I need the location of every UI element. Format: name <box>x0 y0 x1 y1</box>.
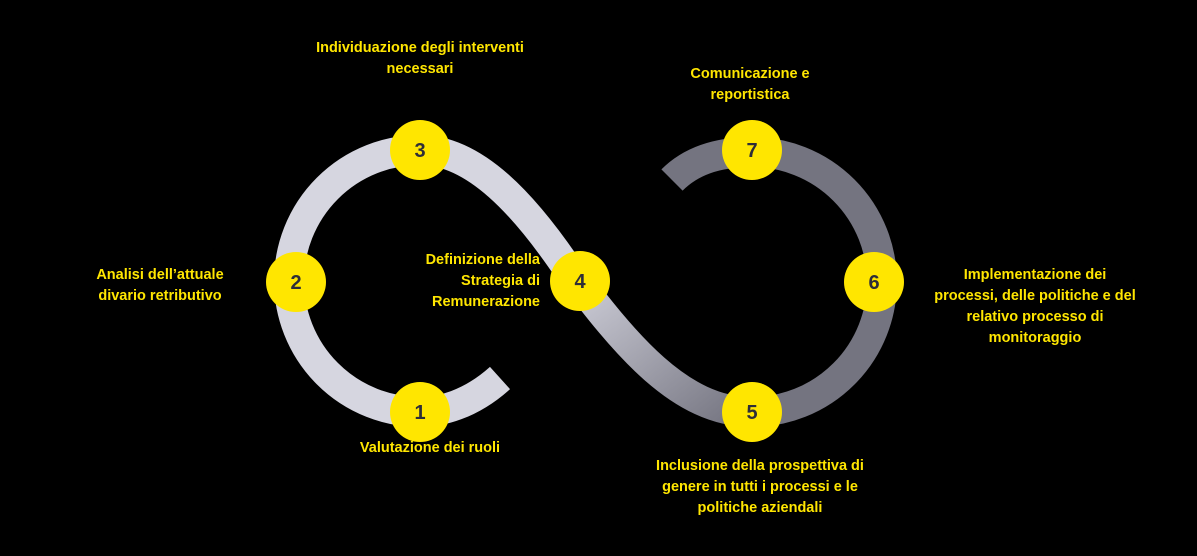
step-label-4: Definizione della Strategia di Remuneraz… <box>425 252 540 310</box>
step-number-2: 2 <box>290 272 301 294</box>
step-number-5: 5 <box>746 402 757 424</box>
step-node-5: 5 <box>722 382 782 442</box>
step-number-4: 4 <box>574 271 586 293</box>
step-node-6: 6 <box>844 252 904 312</box>
step-label-6: Implementazione dei processi, delle poli… <box>934 267 1136 346</box>
step-label-5: Inclusione della prospettiva di genere i… <box>656 458 864 516</box>
step-label-2: Analisi dell’attuale divario retributivo <box>96 267 224 304</box>
step-node-1: 1 <box>390 382 450 442</box>
step-label-7: Comunicazione e reportistica <box>690 66 810 103</box>
step-number-1: 1 <box>414 402 425 424</box>
step-node-4: 4 <box>550 251 610 311</box>
step-node-7: 7 <box>722 120 782 180</box>
step-node-3: 3 <box>390 120 450 180</box>
step-number-7: 7 <box>746 140 757 162</box>
step-label-1: Valutazione dei ruoli <box>359 440 501 456</box>
step-label-3: Individuazione degli interventi necessar… <box>316 40 524 77</box>
step-number-6: 6 <box>868 272 879 294</box>
step-number-3: 3 <box>414 140 425 162</box>
step-node-2: 2 <box>266 252 326 312</box>
